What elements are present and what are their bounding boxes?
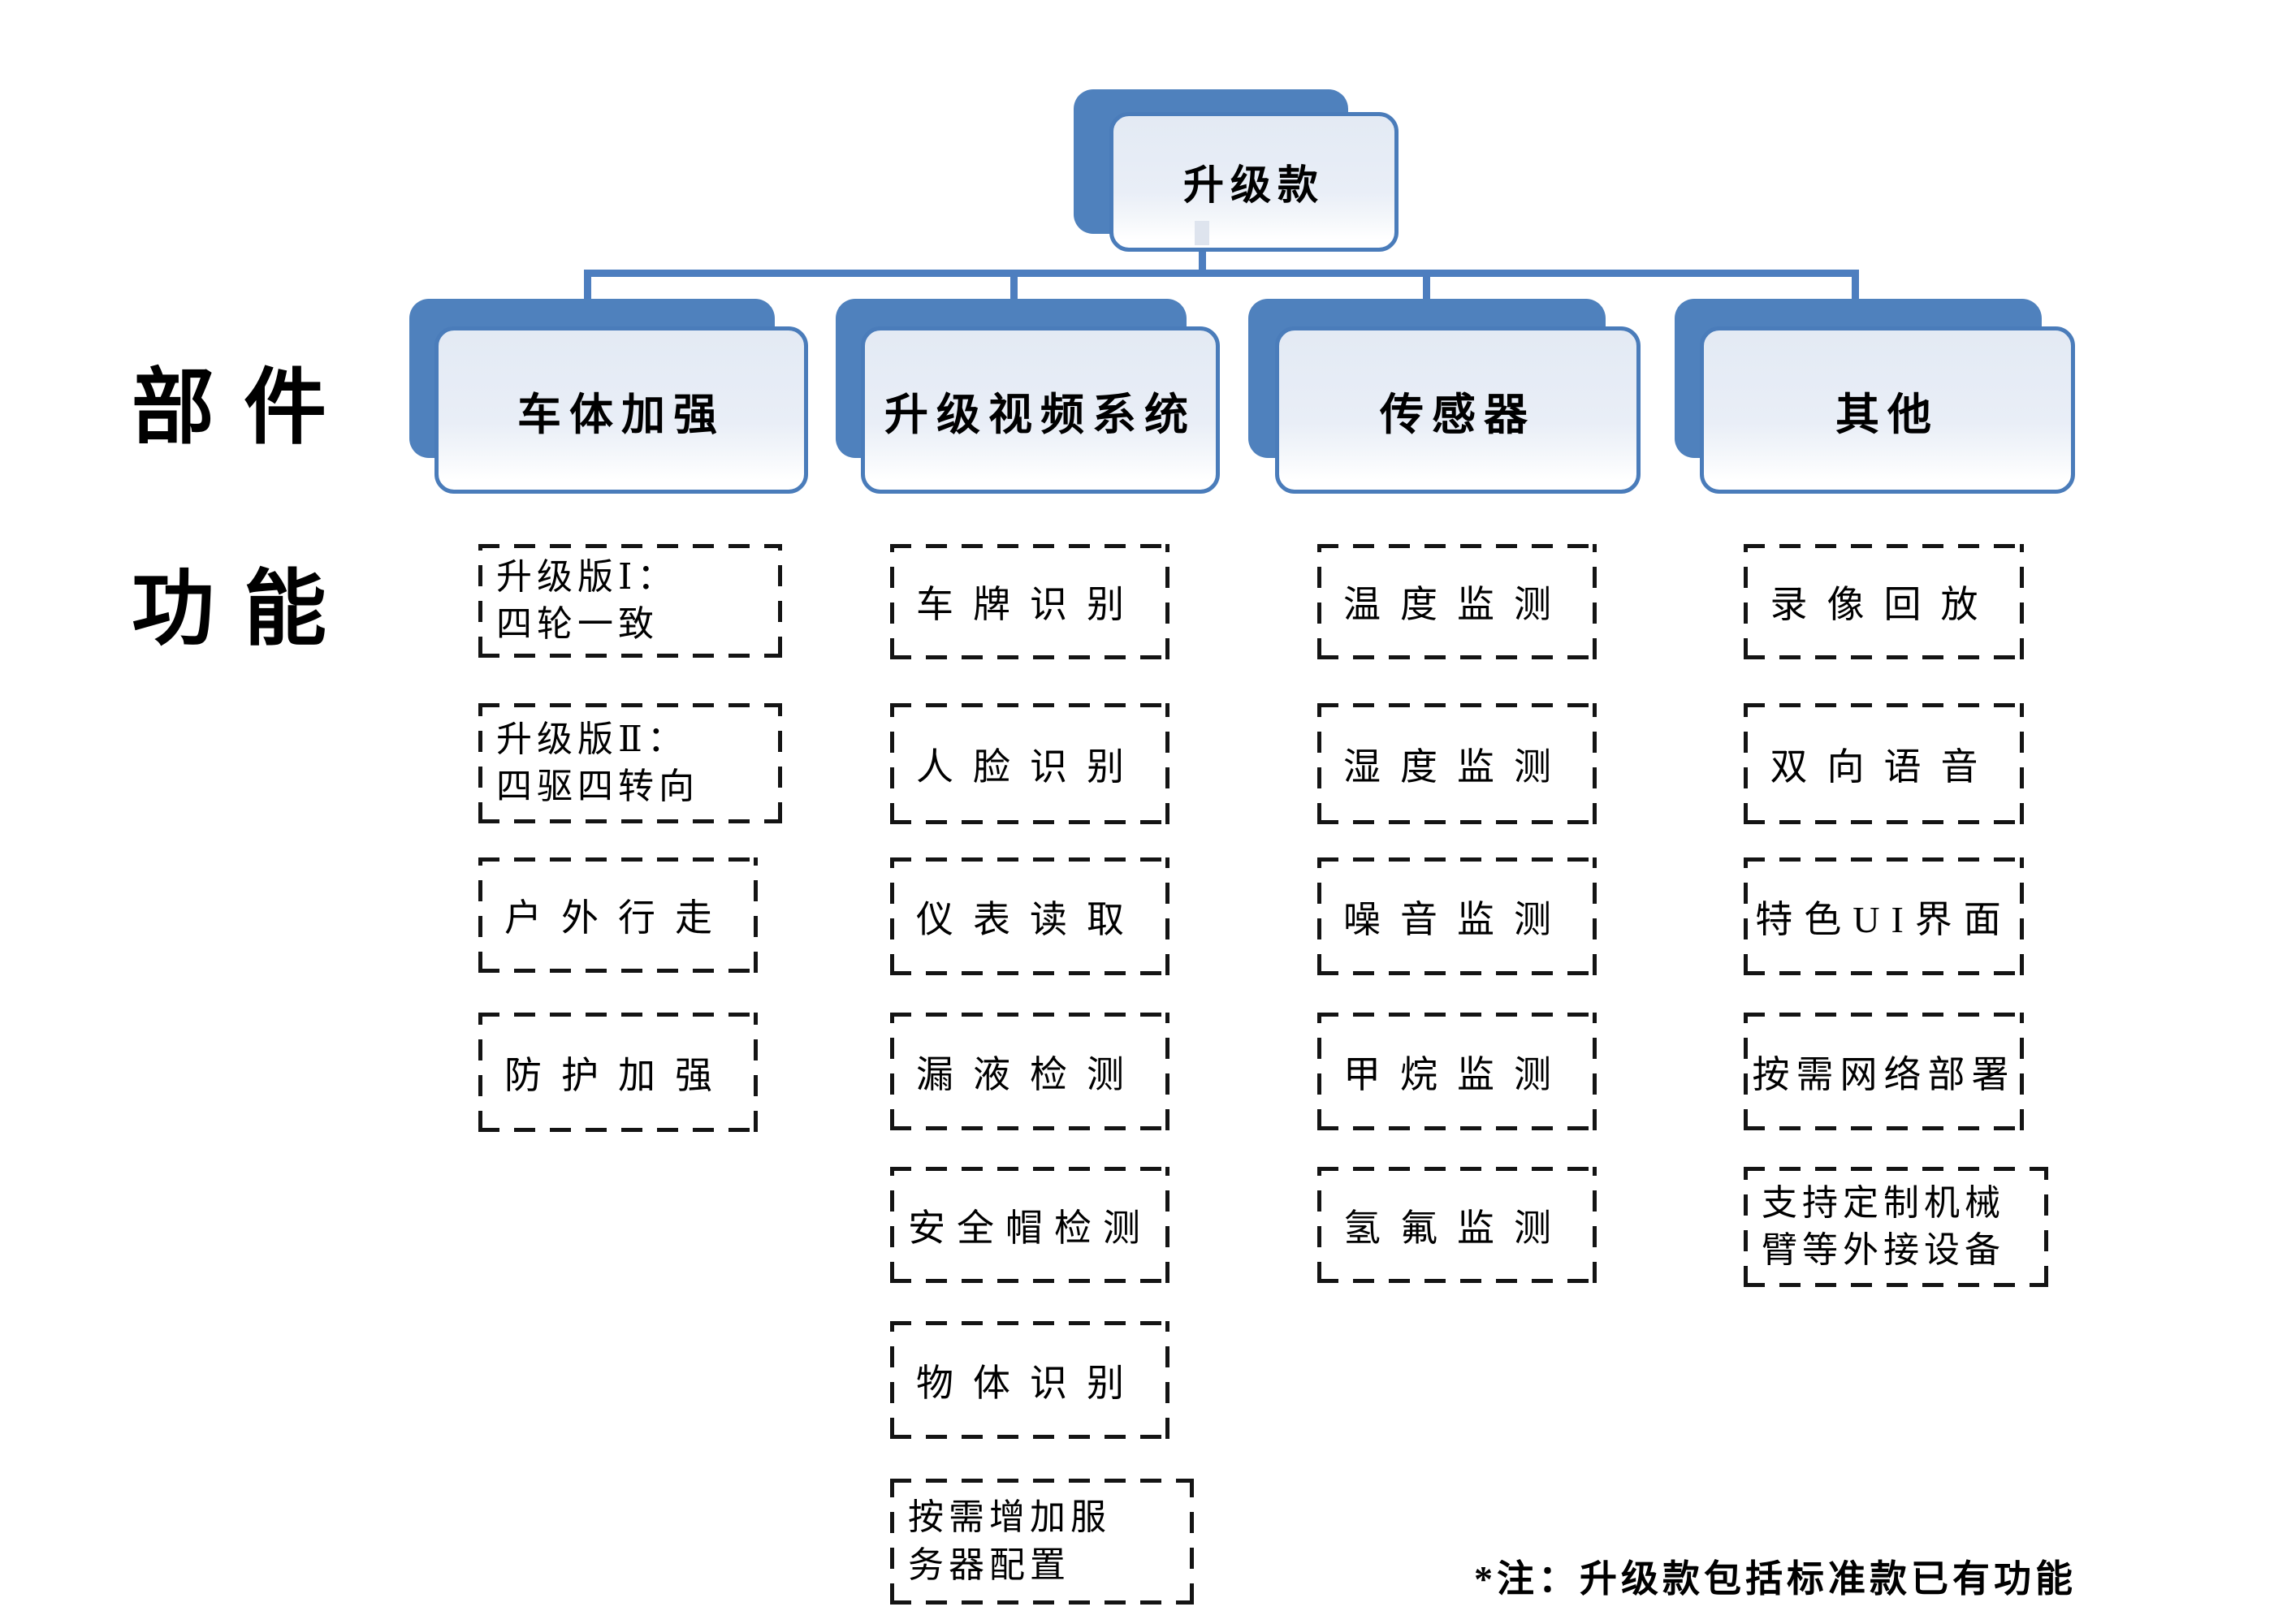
connector-stub-col4 — [1852, 270, 1859, 304]
feature-box: 安全帽检测 — [890, 1167, 1169, 1283]
header-video-system: 升级视频系统 — [861, 326, 1220, 494]
feature-box: 按需增加服 务器配置 — [890, 1479, 1194, 1605]
root-node-label: 升级款 — [1183, 162, 1325, 208]
header-body-reinforcement: 车体加强 — [434, 326, 808, 494]
feature-box: 氢氟监测 — [1317, 1167, 1597, 1283]
row-label-functions: 功能 — [132, 564, 356, 656]
feature-box: 甲烷监测 — [1317, 1013, 1597, 1130]
feature-box: 录像回放 — [1744, 544, 2024, 659]
root-connector-notch — [1195, 221, 1209, 245]
header-label: 传感器 — [1380, 390, 1536, 439]
feature-box: 按需网络部署 — [1744, 1013, 2024, 1130]
footnote: *注：升级款包括标准款已有功能 — [1474, 1558, 2077, 1600]
row-label-components: 部件 — [132, 363, 356, 455]
feature-box: 物体识别 — [890, 1321, 1169, 1439]
root-node: 升级款 — [1109, 112, 1399, 252]
feature-box: 支持定制机械 臂等外接设备 — [1744, 1167, 2048, 1287]
header-label: 升级视频系统 — [884, 390, 1196, 439]
feature-box: 双向语音 — [1744, 703, 2024, 824]
connector-stub-col1 — [584, 270, 591, 304]
feature-box: 升级版Ⅰ： 四轮一致 — [478, 544, 782, 658]
header-label: 车体加强 — [517, 390, 725, 439]
connector-root-vertical — [1199, 244, 1206, 273]
connector-stub-col2 — [1010, 270, 1018, 304]
connector-stub-col3 — [1423, 270, 1430, 304]
header-sensors: 传感器 — [1275, 326, 1641, 494]
feature-box: 户外行走 — [478, 857, 758, 973]
feature-box: 漏液检测 — [890, 1013, 1169, 1130]
feature-box: 特色UI界面 — [1744, 857, 2024, 975]
connector-horizontal — [587, 270, 1859, 277]
header-label: 其他 — [1835, 390, 1939, 439]
feature-box: 湿度监测 — [1317, 703, 1597, 824]
feature-box: 人脸识别 — [890, 703, 1169, 824]
feature-box: 防护加强 — [478, 1013, 758, 1132]
feature-box: 车牌识别 — [890, 544, 1169, 659]
feature-box: 温度监测 — [1317, 544, 1597, 659]
header-others: 其他 — [1700, 326, 2075, 494]
feature-box: 仪表读取 — [890, 857, 1169, 975]
feature-box: 噪音监测 — [1317, 857, 1597, 975]
feature-box: 升级版Ⅱ： 四驱四转向 — [478, 703, 782, 823]
